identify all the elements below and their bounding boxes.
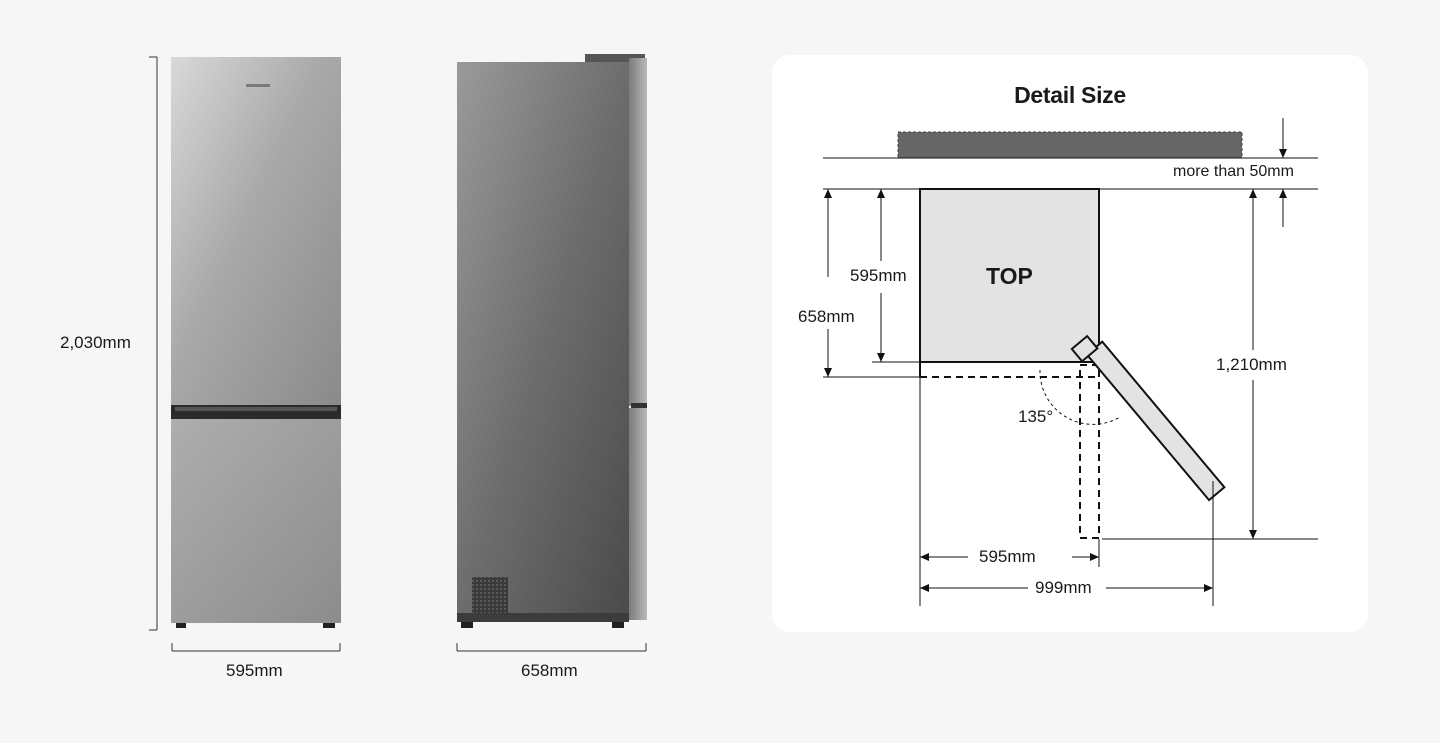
fridge-top-body xyxy=(919,188,1100,363)
door-90-outline xyxy=(1079,364,1100,539)
detail-size-card: Detail Size xyxy=(772,55,1368,632)
front-height-label: 2,030mm xyxy=(60,333,131,352)
angle-label: 135° xyxy=(1018,407,1054,426)
wall-block xyxy=(897,131,1243,159)
front-width-label: 595mm xyxy=(226,661,283,680)
total-depth-label: 658mm xyxy=(798,307,855,326)
side-view-fridge xyxy=(457,54,647,628)
front-width-dimension xyxy=(171,643,341,652)
side-depth-dimension xyxy=(456,643,647,652)
door-open-depth-label: 1,210mm xyxy=(1216,355,1287,374)
door-open-width-label: 999mm xyxy=(1035,578,1092,597)
top-view-diagram xyxy=(823,118,1318,606)
body-width-label: 595mm xyxy=(979,547,1036,566)
clearance-label: more than 50mm xyxy=(1173,163,1294,180)
angle-arc xyxy=(1039,369,1121,425)
top-label: TOP xyxy=(986,263,1033,289)
body-depth-label: 595mm xyxy=(850,266,907,285)
side-depth-label: 658mm xyxy=(521,661,578,680)
front-height-dimension xyxy=(149,56,158,631)
open-door-135 xyxy=(1070,334,1226,502)
front-view-fridge xyxy=(171,57,341,628)
detail-title: Detail Size xyxy=(1014,82,1126,108)
